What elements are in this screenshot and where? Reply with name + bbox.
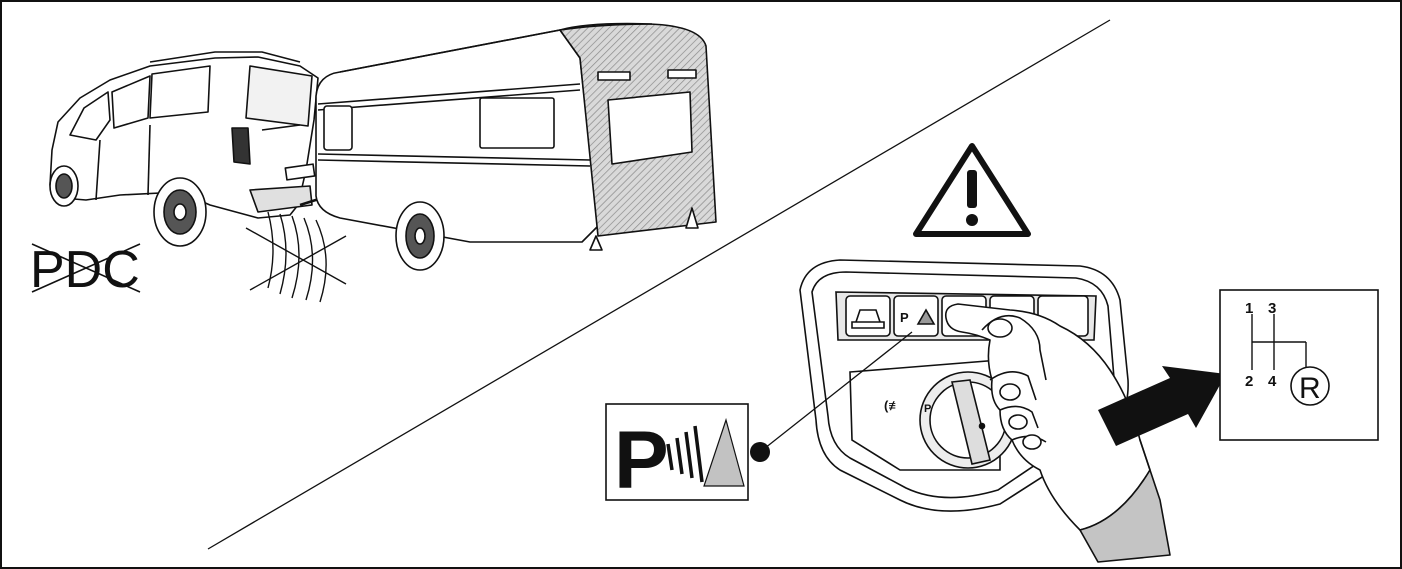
gear-shift-icon: 1 3 2 4 R: [1220, 290, 1378, 440]
fog-light-icon: (≢: [884, 398, 901, 413]
parking-sensor-letter: P: [614, 415, 669, 506]
gear-shift-box: [1220, 290, 1378, 440]
callout-dot: [750, 442, 770, 462]
gear-reverse: R: [1299, 372, 1321, 405]
gear-3: 3: [1268, 300, 1276, 317]
gear-1: 1: [1245, 300, 1253, 317]
button-parking-letter: P: [900, 310, 909, 325]
gear-2: 2: [1245, 373, 1253, 390]
pdc-disabled-label: PDC: [30, 241, 140, 299]
knob-parking-letter: P: [924, 403, 931, 415]
gear-4: 4: [1268, 373, 1277, 390]
